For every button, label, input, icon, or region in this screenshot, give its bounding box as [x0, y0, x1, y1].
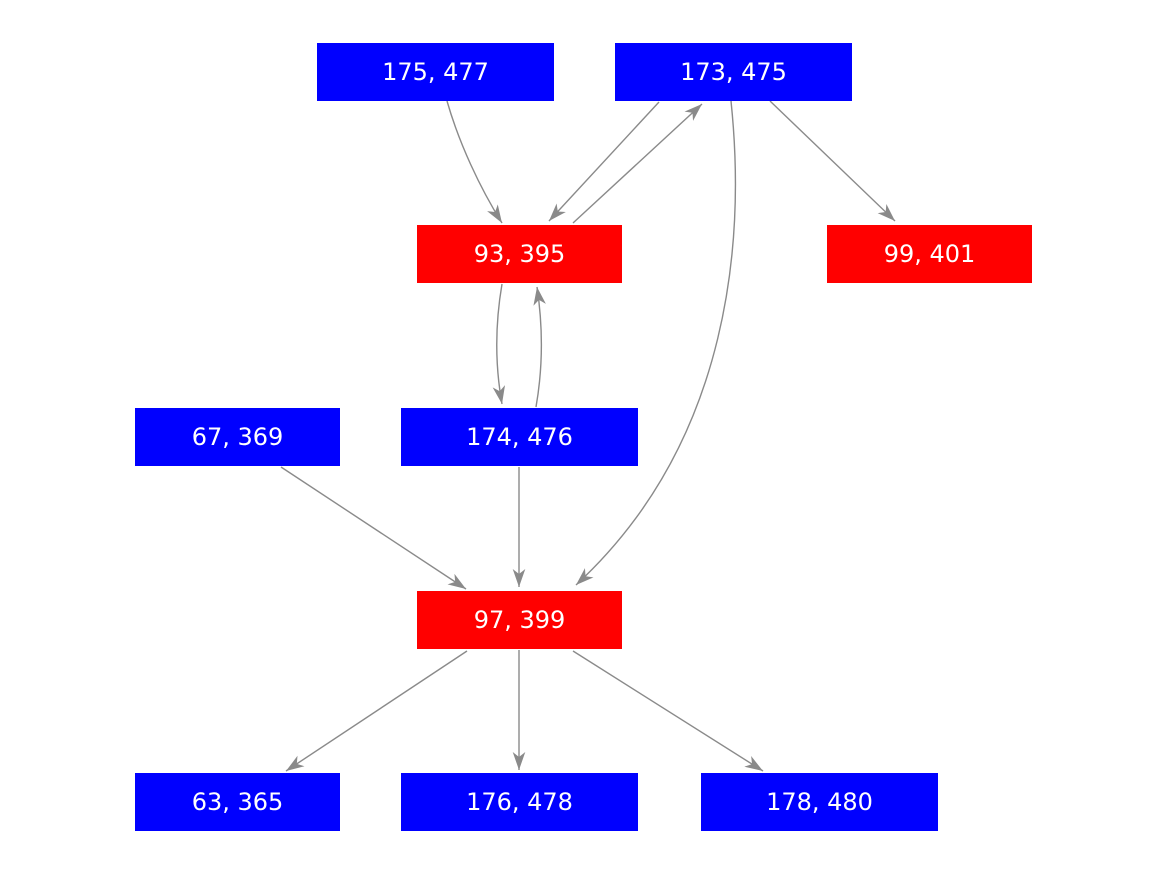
node-label: 175, 477	[382, 58, 489, 86]
edge-93-395-to-173-475	[572, 103, 703, 224]
node-label: 67, 369	[191, 423, 284, 451]
node-178-480: 178, 480	[701, 773, 938, 831]
node-97-399: 97, 399	[417, 591, 622, 649]
node-173-475: 173, 475	[615, 43, 852, 101]
node-93-395: 93, 395	[417, 225, 622, 283]
node-label: 99, 401	[883, 240, 976, 268]
node-99-401: 99, 401	[827, 225, 1032, 283]
edge-173-475-to-99-401	[769, 100, 896, 222]
node-label: 63, 365	[191, 788, 284, 816]
node-label: 173, 475	[680, 58, 787, 86]
node-63-365: 63, 365	[135, 773, 340, 831]
node-label: 174, 476	[466, 423, 573, 451]
edge-97-399-to-178-480	[572, 650, 764, 772]
node-174-476: 174, 476	[401, 408, 638, 466]
edge-175-477-to-93-395	[446, 100, 503, 224]
edge-93-395-to-174-476	[492, 283, 506, 405]
edge-173-475-to-93-395	[548, 101, 660, 222]
node-175-477: 175, 477	[317, 43, 554, 101]
edge-97-399-to-63-365	[285, 650, 468, 772]
node-176-478: 176, 478	[401, 773, 638, 831]
node-label: 93, 395	[473, 240, 566, 268]
node-67-369: 67, 369	[135, 408, 340, 466]
node-label: 176, 478	[466, 788, 573, 816]
node-label: 97, 399	[473, 606, 566, 634]
edge-174-476-to-93-395	[533, 286, 546, 408]
edge-173-475-to-97-399	[575, 100, 736, 586]
edge-67-369-to-97-399	[280, 466, 467, 590]
node-label: 178, 480	[766, 788, 873, 816]
